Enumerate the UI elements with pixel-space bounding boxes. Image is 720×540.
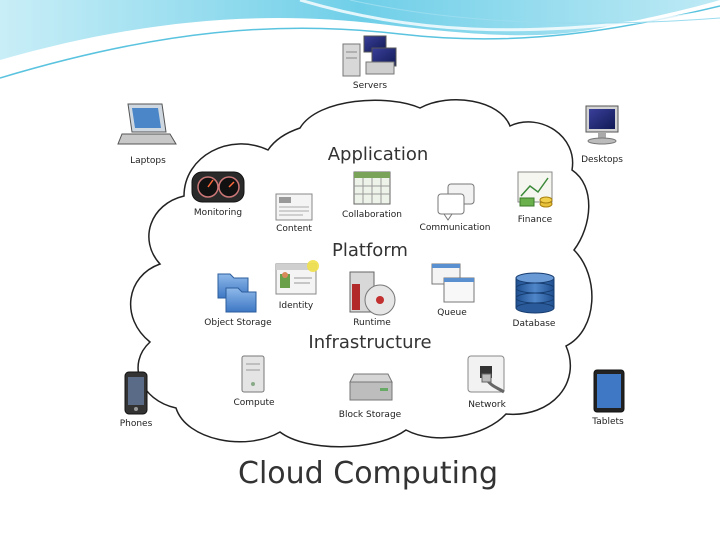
section-application: Application xyxy=(328,144,429,165)
label-collaboration: Collaboration xyxy=(342,210,402,220)
folder-icon xyxy=(217,273,257,313)
diagram-title: Cloud Computing xyxy=(238,456,498,491)
database-icon xyxy=(515,272,555,314)
collaboration-icon xyxy=(353,171,391,205)
label-identity: Identity xyxy=(279,301,314,311)
desktop-icon xyxy=(585,105,619,145)
network-icon xyxy=(467,355,505,394)
label-database: Database xyxy=(513,319,556,329)
runtime-icon xyxy=(349,271,396,316)
laptop-icon xyxy=(117,103,177,145)
phone-icon xyxy=(124,371,148,415)
label-queue: Queue xyxy=(437,308,467,318)
label-compute: Compute xyxy=(233,398,275,408)
label-communication: Communication xyxy=(420,223,491,233)
label-tablets: Tablets xyxy=(591,417,624,427)
monitoring-icon xyxy=(191,171,245,203)
label-desktops: Desktops xyxy=(581,155,623,165)
label-runtime: Runtime xyxy=(353,318,391,328)
compute-icon xyxy=(241,355,265,393)
label-finance: Finance xyxy=(518,215,553,225)
block-storage-icon xyxy=(349,373,393,401)
identity-icon xyxy=(275,260,319,295)
communication-icon xyxy=(437,183,475,221)
label-servers: Servers xyxy=(353,81,388,91)
tablet-icon xyxy=(593,369,625,413)
header-banner xyxy=(0,0,720,79)
label-block-storage: Block Storage xyxy=(339,410,402,420)
section-platform: Platform xyxy=(332,240,408,261)
finance-icon xyxy=(517,171,553,208)
servers-icon xyxy=(342,35,397,77)
label-network: Network xyxy=(468,400,506,410)
label-object-storage: Object Storage xyxy=(204,318,272,328)
label-monitoring: Monitoring xyxy=(194,208,242,218)
label-content: Content xyxy=(276,224,312,234)
label-laptops: Laptops xyxy=(130,156,166,166)
label-phones: Phones xyxy=(120,419,153,429)
content-icon xyxy=(275,193,313,221)
queue-icon xyxy=(431,263,475,303)
section-infrastructure: Infrastructure xyxy=(308,332,431,353)
